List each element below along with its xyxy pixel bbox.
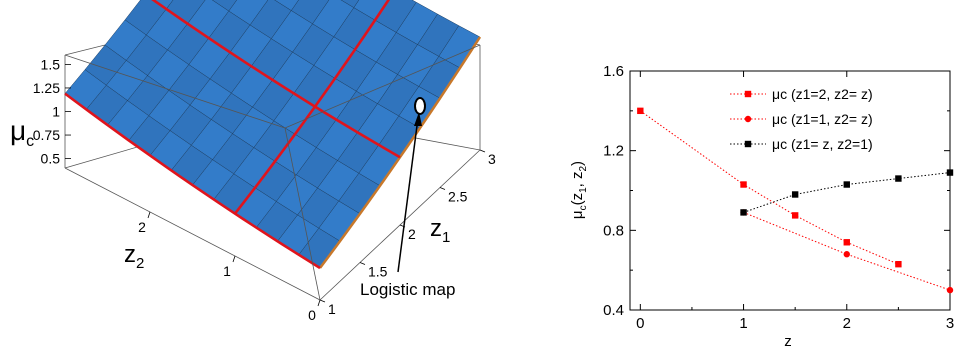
- y-axis-label: μc(z1, z2): [569, 161, 589, 219]
- legend: μc (z1=2, z2= z) μc (z1=1, z2= z) μc (z1= …: [730, 86, 873, 152]
- z1-tick-mark: [399, 224, 406, 228]
- z1-tick-label: 1.5: [368, 264, 388, 280]
- z-tick-label: 0.5: [41, 151, 61, 167]
- y-tick-label: 1.2: [603, 143, 624, 160]
- data-point: [637, 107, 644, 115]
- z-tick-label: 1.5: [41, 56, 61, 72]
- z2-axis-ticks: 0 1 2: [138, 211, 321, 323]
- z2-tick-mark: [317, 299, 321, 307]
- z1-tick-label: 2.5: [448, 189, 468, 205]
- z2-axis-label: z2: [124, 241, 144, 272]
- z2-tick-label: 2: [138, 219, 146, 235]
- series-group: [637, 107, 954, 294]
- legend-entry: μc (z1= z, z2=1): [730, 136, 873, 152]
- data-point: [843, 181, 850, 188]
- z1-tick-mark: [479, 149, 486, 153]
- series-0: [637, 107, 902, 268]
- z2-tick-mark: [232, 255, 236, 263]
- highlight-z1-equals-2: [151, 0, 401, 159]
- z-tick-label: 1: [52, 104, 60, 120]
- z2-tick-label: 1: [223, 263, 231, 279]
- highlight-z2-equals-1: [233, 0, 391, 215]
- data-point: [946, 169, 954, 176]
- data-point: [740, 181, 747, 188]
- z-axis-ticks: 0.5 0.75 1 1.25 1.5: [33, 56, 71, 167]
- surface-mesh: [64, 0, 482, 269]
- data-point: [791, 212, 799, 219]
- z1-axis-ticks: 1 1.5 2 2.5 3: [319, 149, 496, 317]
- x-axis-label: z: [784, 333, 792, 350]
- x-tick-label: 1: [739, 315, 747, 332]
- z1-tick-mark: [359, 262, 366, 265]
- surface-highlight-lines: [64, 0, 401, 270]
- x-tick-label: 2: [843, 315, 851, 332]
- z2-tick-label: 0: [308, 307, 316, 323]
- legend-marker: [744, 140, 752, 148]
- legend-label: μc (z1=2, z2= z): [772, 86, 873, 102]
- data-point: [895, 175, 902, 182]
- series-1: [740, 209, 954, 294]
- data-point: [843, 251, 850, 258]
- plot-frame: [629, 70, 951, 311]
- legend-entry: μc (z1=2, z2= z): [730, 86, 873, 102]
- legend-entry: μc (z1=1, z2= z): [730, 111, 873, 127]
- annotation-arrow: [397, 117, 419, 273]
- y-tick-label: 0.8: [603, 222, 624, 239]
- legend-marker: [744, 115, 752, 123]
- z1-tick-label: 3: [488, 151, 496, 167]
- logistic-map-marker: [414, 97, 426, 115]
- data-point: [740, 209, 747, 216]
- x-tick-label: 0: [636, 315, 644, 332]
- z1-tick-label: 2: [408, 226, 416, 242]
- z1-tick-mark: [439, 187, 446, 190]
- bounding-box-front: [64, 44, 481, 301]
- y-axis-ticks: 0.4 0.8 1.2 1.6: [603, 63, 950, 319]
- legend-label: μc (z1=1, z2= z): [772, 111, 873, 127]
- data-point: [791, 191, 799, 198]
- z-tick-label: 1.25: [33, 80, 60, 96]
- data-point: [843, 239, 850, 246]
- z-axis-label: μc: [10, 115, 34, 150]
- legend-marker: [744, 90, 752, 98]
- legend-label: μc (z1= z, z2=1): [772, 136, 873, 152]
- z1-tick-label: 1: [328, 301, 336, 317]
- data-point: [895, 260, 902, 268]
- z2-tick-mark: [147, 211, 151, 219]
- data-point: [946, 286, 954, 294]
- series-line: [640, 110, 899, 265]
- z-tick-label: 0.75: [33, 127, 60, 143]
- y-tick-label: 1.6: [603, 63, 624, 80]
- series-line: [743, 172, 951, 213]
- z1-axis-label: z1: [430, 215, 450, 246]
- x-tick-label: 3: [946, 315, 954, 332]
- series-2: [740, 169, 954, 216]
- surface-cell: [340, 0, 360, 8]
- annotation-label: Logistic map: [360, 280, 455, 299]
- annotation-arrow-head: [414, 112, 422, 126]
- highlight-z1-equals-1: [64, 92, 321, 270]
- z1-tick-mark: [319, 299, 326, 303]
- y-tick-label: 0.4: [603, 302, 624, 319]
- x-axis-ticks: 0 1 2 3: [636, 71, 954, 332]
